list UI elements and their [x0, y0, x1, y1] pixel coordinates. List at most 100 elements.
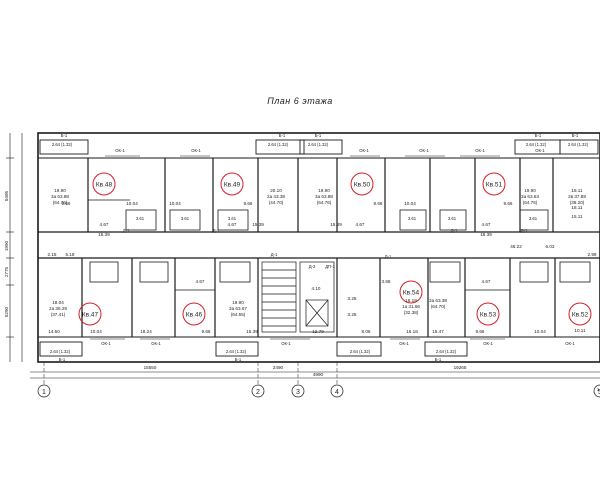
partitions-bottom: [81, 258, 556, 337]
window-code: ОК-1: [115, 148, 125, 153]
room-area: 10.11: [574, 328, 586, 333]
apartment-marker: [350, 172, 374, 196]
door-code: Д-1: [385, 254, 392, 259]
balcony-code: Б-1: [535, 133, 542, 138]
room-area: 10.04: [534, 329, 546, 334]
area-main: 19.90: [54, 188, 66, 193]
balcony-code: Б-1: [572, 133, 579, 138]
bath-area: 3.61: [408, 216, 417, 221]
balcony-code: Б-1: [235, 357, 242, 362]
room-area: 4.67: [196, 279, 205, 284]
dimension-value: 1: [597, 387, 600, 392]
windows: [90, 155, 505, 340]
area-full: (39.20): [570, 200, 585, 205]
room-area: 4.67: [100, 222, 109, 227]
room-area: 9.66: [374, 201, 383, 206]
balcony-area: 2.64 (1.32): [526, 142, 547, 147]
room-area: 4.67: [356, 222, 365, 227]
room-area: 8.06: [362, 329, 371, 334]
bath-area: 3.61: [448, 216, 457, 221]
door-code: ДП-1: [325, 264, 335, 269]
room-area: 2.99: [588, 252, 597, 257]
room-area: 4.67: [228, 222, 237, 227]
dimension-value: 5495: [4, 190, 9, 201]
dimension-value: 19265: [454, 365, 467, 370]
room-area: 4.67: [482, 222, 491, 227]
area-total: 2а 36.29: [49, 306, 67, 311]
balcony-code: Б-1: [315, 133, 322, 138]
window-code: ОК-1: [475, 148, 485, 153]
area-full: (64.70): [431, 304, 446, 309]
area-main: 19.90: [318, 188, 330, 193]
dimension-value: 2775: [4, 266, 9, 277]
area-full: (64.76): [317, 200, 332, 205]
bath-area: 3.61: [136, 216, 145, 221]
area-full: (37.41): [51, 312, 66, 317]
area-total: 2а 43.38: [267, 194, 285, 199]
dimension-value: 4990: [313, 372, 324, 377]
balcony-area: 2.64 (1.32): [308, 142, 329, 147]
door-code: Д-1: [521, 228, 528, 233]
balcony-area: 2.64 (1.32): [226, 349, 247, 354]
room-area: 14.50: [48, 329, 60, 334]
dimension-lines: [6, 133, 600, 379]
area-total: 3а 63.38: [429, 298, 447, 303]
axis-bubbles: 12345: [37, 384, 600, 398]
window-code: ОК-1: [399, 341, 409, 346]
room-area: 6.03: [546, 244, 555, 249]
room-area: 9.66: [244, 201, 253, 206]
apartment-marker: [220, 172, 244, 196]
room-area: 16.18: [406, 329, 418, 334]
plan-title: План 6 этажа: [267, 96, 333, 106]
room-area: 10.04: [169, 201, 181, 206]
area-full: (64.76): [53, 200, 68, 205]
window-code: ОК-1: [359, 148, 369, 153]
area-main: 19.90: [524, 188, 536, 193]
room-area: 10.04: [404, 201, 416, 206]
apartment-label: Кв.52: [572, 312, 589, 319]
area-main: 16.18: [405, 298, 417, 303]
room-area: 18.11: [571, 205, 583, 210]
bath-area: 3.61: [228, 216, 237, 221]
room-area: 12.79: [312, 329, 324, 334]
balcony-area: 2.64 (1.32): [436, 349, 457, 354]
apartment-marker: [399, 280, 423, 304]
room-area: 9.66: [62, 201, 71, 206]
room-area: 15.39: [480, 232, 492, 237]
bath-area: 3.61: [529, 216, 538, 221]
area-main: 20.10: [270, 188, 282, 193]
area-total: 2в 37.88: [568, 194, 586, 199]
apartment-marker: [78, 302, 102, 326]
door-code: Д-1: [213, 228, 220, 233]
apartment-label: Кв.50: [354, 182, 371, 189]
axis-bubble: [593, 384, 600, 398]
dimension-value: 1990: [4, 240, 9, 251]
window-code: ОК-1: [483, 341, 493, 346]
axis-label: 5: [598, 389, 600, 396]
room-area: 15.47: [432, 329, 444, 334]
apartment-label: Кв.48: [96, 182, 113, 189]
balcony-area: 2.64 (1.32): [268, 142, 289, 147]
room-area: 46.22: [510, 244, 522, 249]
window-code: ОК-1: [151, 341, 161, 346]
balcony-area: 2.64 (1.32): [52, 142, 73, 147]
room-area: 15.11: [571, 214, 583, 219]
room-area: 18.24: [140, 329, 152, 334]
room-area: 15.39: [252, 222, 264, 227]
window-code: ОК-1: [101, 341, 111, 346]
room-area: 9.66: [504, 201, 513, 206]
room-area: 3.25: [348, 312, 357, 317]
room-area: 4.67: [482, 279, 491, 284]
bath-area: 3.61: [181, 216, 190, 221]
area-full: (64.55): [231, 312, 246, 317]
room-area: 10.04: [126, 201, 138, 206]
window-code: ОК-1: [535, 148, 545, 153]
balconies-bottom: [39, 341, 468, 357]
area-full: (64.76): [523, 200, 538, 205]
window-code: ОК-1: [419, 148, 429, 153]
balconies-top: [39, 139, 599, 155]
area-total: 3а 63.63: [521, 194, 539, 199]
